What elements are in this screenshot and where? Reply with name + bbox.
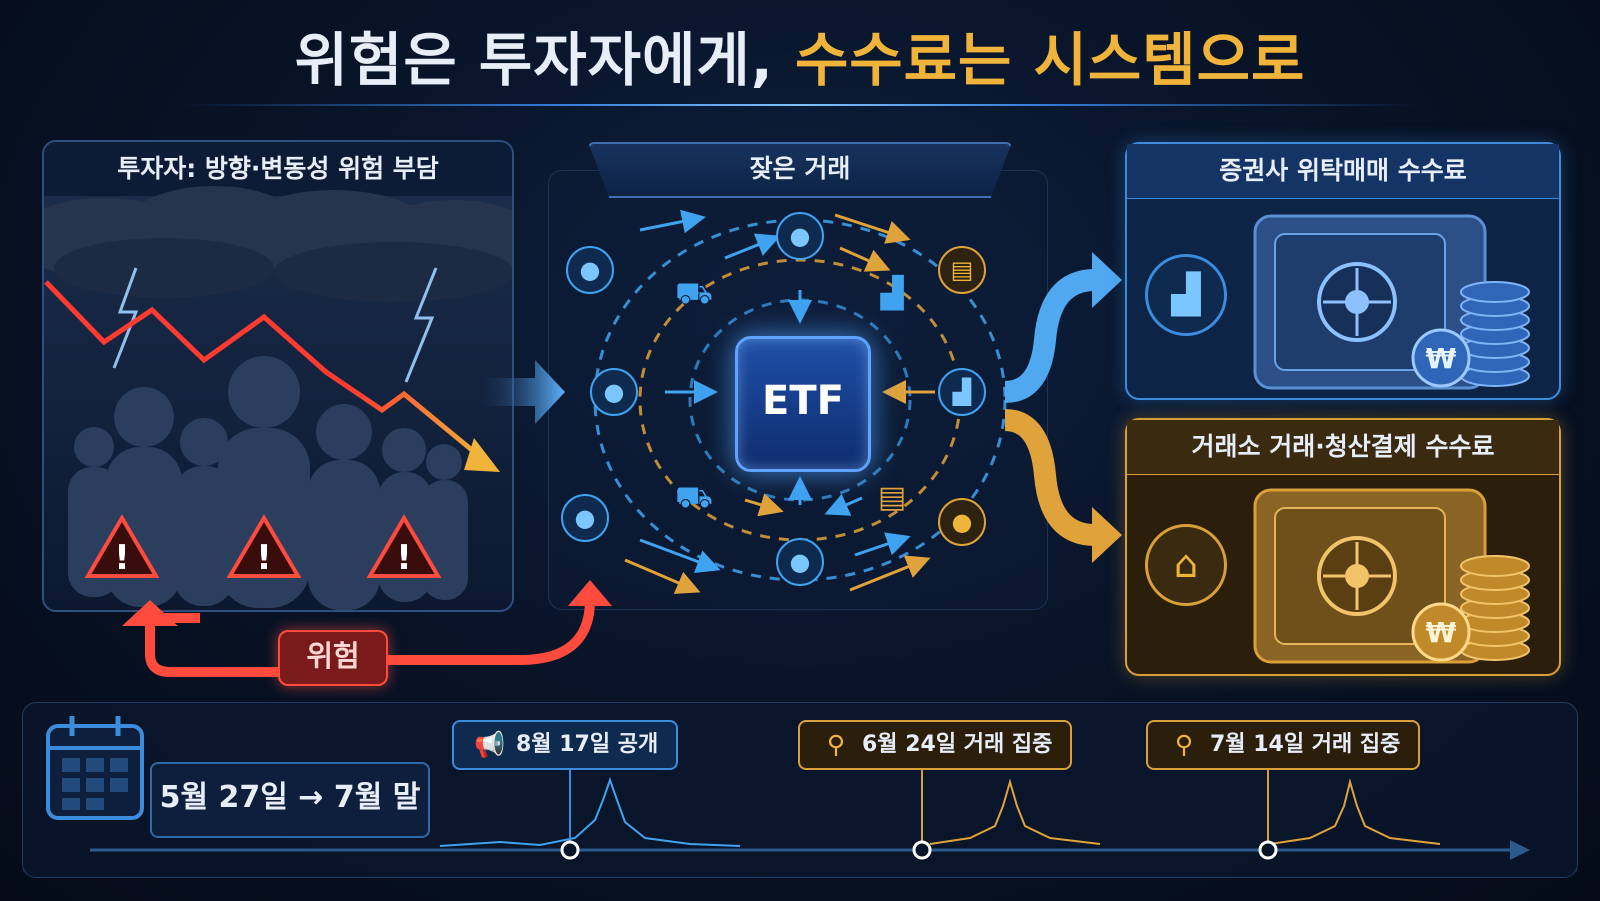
person-icon: ● — [561, 494, 609, 542]
event-label: 8월 17일 공개 — [516, 732, 659, 757]
risk-label: 위험 — [278, 630, 388, 686]
search-icon: ⚲ — [1174, 730, 1194, 759]
document-icon: ▤ — [877, 480, 907, 515]
calendar-icon — [46, 716, 144, 820]
exchange-fee-header: 거래소 거래·청산결제 수수료 — [1127, 420, 1559, 475]
person-icon: ● — [776, 538, 824, 586]
frequent-trading-header: 잦은 거래 — [588, 142, 1012, 198]
event-disclosure: 📢 8월 17일 공개 — [452, 720, 679, 770]
title-highlight: 수수료는 시스템으로 — [794, 26, 1306, 94]
svg-text:!: ! — [114, 538, 130, 578]
event-trading-concentration: ⚲ 6월 24일 거래 집중 — [798, 720, 1073, 770]
falling-trend-line — [44, 280, 486, 462]
event-trading-concentration: ⚲ 7월 14일 거래 집중 — [1146, 720, 1421, 770]
svg-text:₩: ₩ — [1426, 616, 1457, 649]
etf-core-box: ETF — [735, 336, 871, 472]
person-icon: ● — [590, 368, 638, 416]
broker-fee-panel: 증권사 위탁매매 수수료 ▟ ₩ — [1125, 142, 1561, 400]
warning-icon: ! — [84, 514, 160, 578]
cart-icon: ⛟ — [675, 276, 713, 311]
svg-text:₩: ₩ — [1426, 342, 1457, 375]
broker-fee-header: 증권사 위탁매매 수수료 — [1127, 144, 1559, 199]
storm-scene: ! ! ! — [44, 186, 512, 610]
title-main: 위험은 투자자에게, — [294, 26, 795, 94]
chart-up-icon: ▟ — [880, 276, 904, 311]
lightning-icon — [112, 267, 139, 369]
megaphone-icon: 📢 — [474, 730, 506, 759]
safe-icon: ₩ — [1253, 214, 1530, 390]
bank-icon: ⌂ — [1145, 524, 1227, 606]
investor-risk-panel: 투자자: 방향·변동성 위험 부담 — [42, 140, 514, 612]
won-coin-icon: ₩ — [1411, 602, 1471, 662]
person-icon: ● — [776, 212, 824, 260]
page-title: 위험은 투자자에게, 수수료는 시스템으로 — [0, 22, 1600, 98]
storm-cloud-icon — [44, 186, 512, 302]
svg-text:!: ! — [396, 538, 412, 578]
person-icon: ● — [938, 498, 986, 546]
chart-up-icon: ▟ — [938, 368, 986, 416]
period-label: 5월 27일 → 7월 말 — [150, 762, 430, 838]
coin-stack-icon — [1460, 555, 1530, 661]
cart-icon: ⛟ — [675, 480, 713, 515]
event-label: 6월 24일 거래 집중 — [862, 732, 1053, 757]
exchange-fee-panel: 거래소 거래·청산결제 수수료 ⌂ ₩ — [1125, 418, 1561, 676]
warning-icon: ! — [366, 514, 442, 578]
chart-up-icon: ▟ — [1145, 254, 1227, 336]
person-icon: ● — [566, 246, 614, 294]
won-coin-icon: ₩ — [1411, 328, 1471, 388]
coin-stack-icon — [1460, 281, 1530, 387]
title-divider — [180, 104, 1420, 106]
search-icon: ⚲ — [826, 730, 846, 759]
document-icon: ▤ — [938, 246, 986, 294]
svg-text:!: ! — [256, 538, 272, 578]
lightning-icon — [404, 267, 438, 383]
event-label: 7월 14일 거래 집중 — [1210, 732, 1401, 757]
warning-icon: ! — [226, 514, 302, 578]
safe-icon: ₩ — [1253, 488, 1530, 664]
